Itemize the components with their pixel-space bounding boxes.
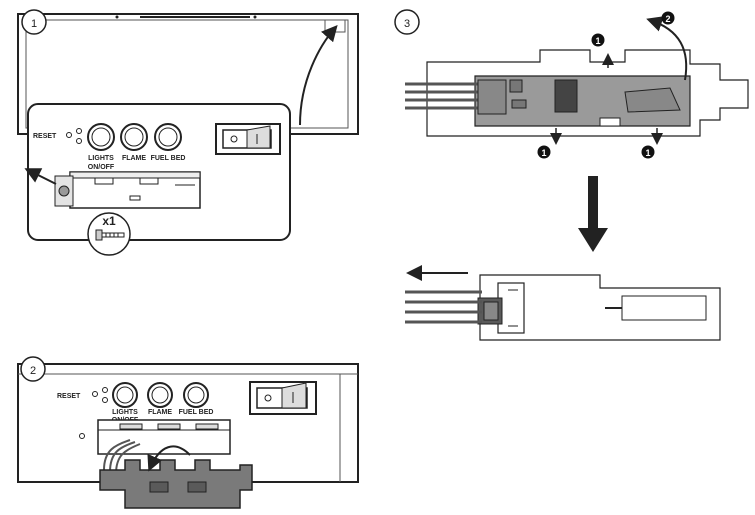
step2-flame-button[interactable]: [147, 382, 173, 408]
screw-quantity: x1: [102, 214, 116, 228]
step2-lights-label: LIGHTS: [112, 409, 138, 416]
step1-control-box: [54, 171, 201, 209]
step1-fuelbed-label: FUEL BED: [151, 155, 186, 162]
callout-1-top: 1: [591, 33, 605, 47]
step1-flame-label: FLAME: [122, 155, 146, 162]
step1-rocker-switch[interactable]: [215, 123, 281, 155]
step1-flame-button[interactable]: [120, 123, 148, 151]
screw-icon: [95, 229, 125, 241]
svg-text:1: 1: [595, 36, 600, 46]
step3-connector[interactable]: [477, 79, 507, 115]
remove-screw-arrow: [24, 168, 57, 185]
step1-badge: [21, 9, 47, 35]
step2-badge-text: 2: [30, 365, 36, 377]
step2-fuelbed-label: FUEL BED: [179, 409, 214, 416]
step2-flame-label: FLAME: [148, 409, 172, 416]
svg-text:1: 1: [541, 148, 546, 158]
step2-reset-label: RESET: [57, 393, 81, 400]
callout-1-left: 1: [537, 145, 551, 159]
step2-fuelbed-button[interactable]: [183, 382, 209, 408]
step1-lights-button[interactable]: [87, 123, 115, 151]
step3-badge: [394, 9, 420, 35]
step3-panel: 3 1 2 1 1: [394, 9, 749, 341]
step1-panel: 1 RESET LIGHTS ON/OFF FLAME FUEL BED: [17, 9, 359, 256]
pcb-chip: [554, 79, 578, 113]
step1-reset-label: RESET: [33, 133, 57, 140]
detail-board: [479, 274, 721, 341]
step3-badge-text: 3: [404, 18, 410, 30]
step2-lights-button[interactable]: [112, 382, 138, 408]
step2-pull-arrow: [147, 445, 191, 472]
step2-badge: [20, 356, 46, 382]
step2-rocker-switch[interactable]: [249, 381, 317, 415]
callout-2: 2: [661, 11, 675, 25]
step1-lights-label: LIGHTS: [88, 155, 114, 162]
step1-lights-sublabel: ON/OFF: [88, 164, 115, 171]
step1-badge-text: 1: [31, 18, 37, 30]
callout-1-right: 1: [641, 145, 655, 159]
step2-grey-connector[interactable]: [99, 459, 253, 509]
svg-text:2: 2: [665, 14, 670, 24]
zoom-arrow: [299, 24, 338, 126]
pcb-component: [624, 87, 681, 113]
step3-lift-arrow: [646, 16, 688, 81]
detail-component: [621, 295, 707, 321]
step1-fuelbed-button[interactable]: [154, 123, 182, 151]
step3-down-arrow: [578, 176, 608, 252]
step2-panel: 2 RESET LIGHTS ON/OFF FLAME FUEL BED: [17, 356, 359, 509]
svg-text:1: 1: [645, 148, 650, 158]
